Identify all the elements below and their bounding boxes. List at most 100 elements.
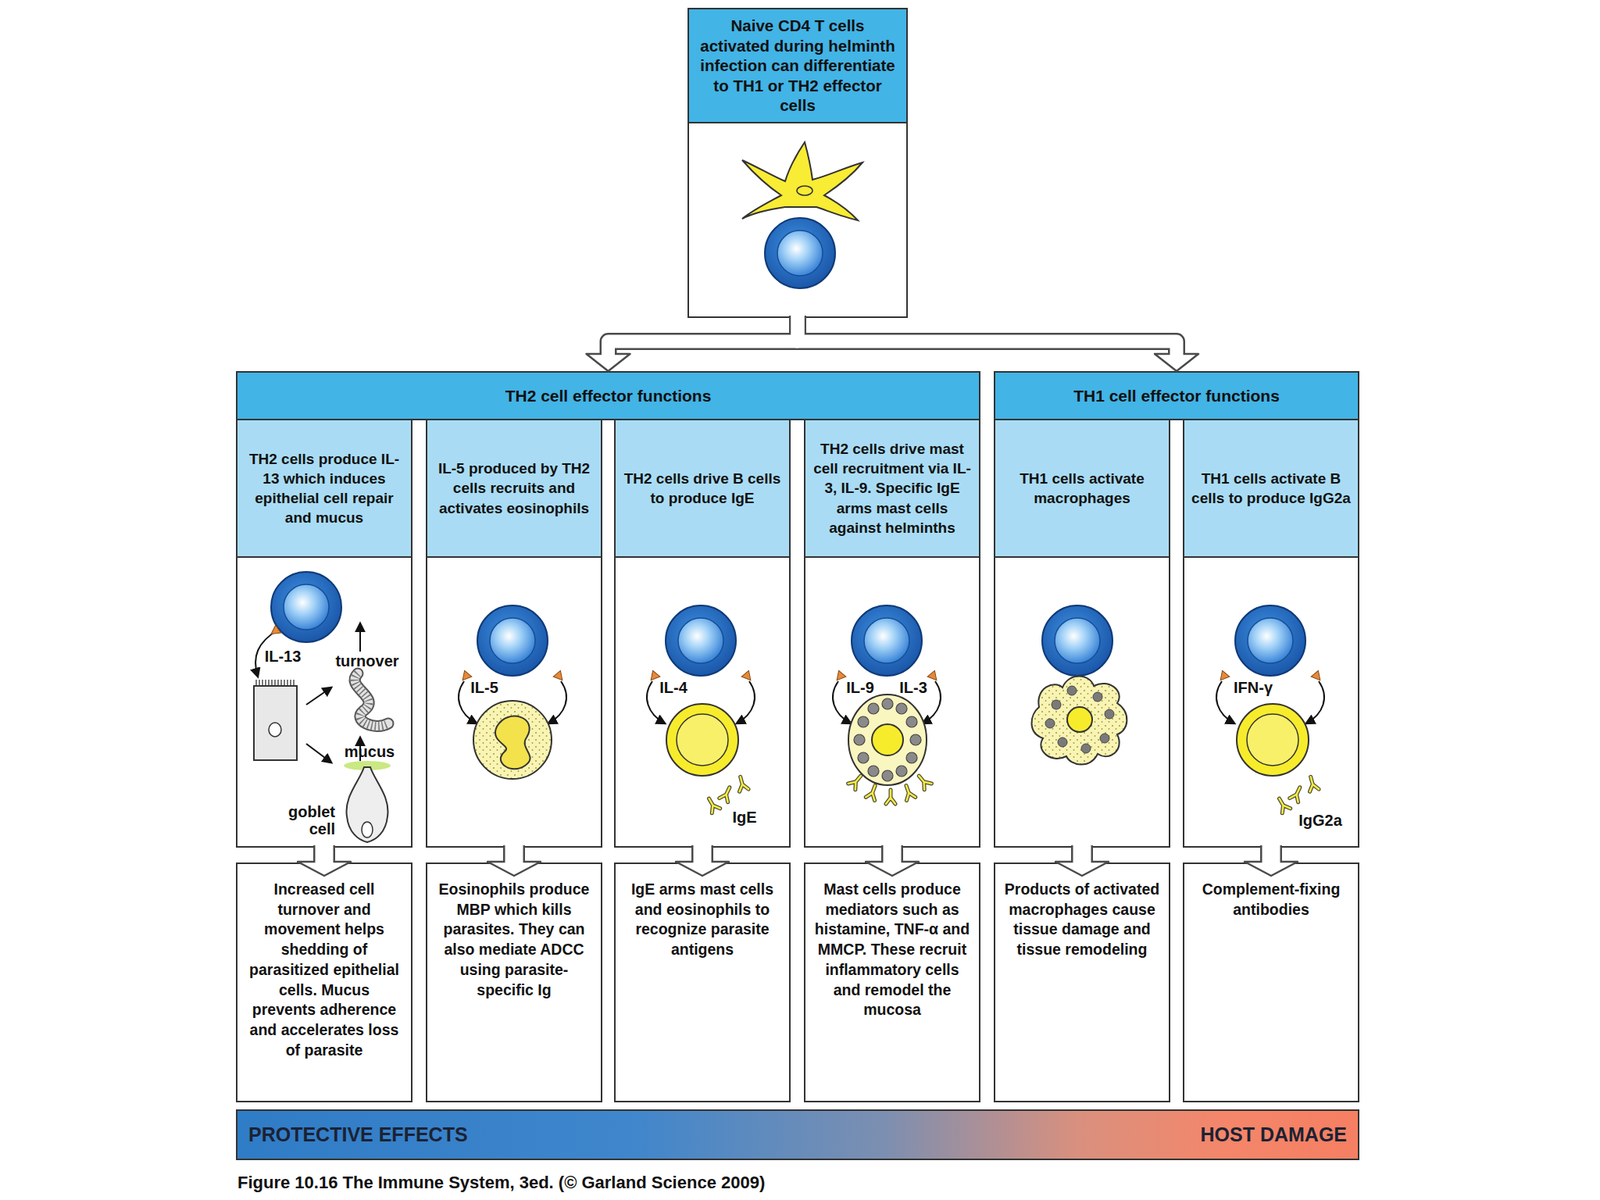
cell-box: Naive CD4 T cells activated during helmi…	[687, 7, 908, 318]
hollow-arrow	[608, 315, 799, 357]
helminth	[354, 673, 389, 726]
hollow-arrow	[797, 315, 1177, 357]
hollow-arrow	[608, 315, 799, 355]
outcome-box: Products of activated macrophages cause …	[993, 862, 1171, 1103]
secretion-arrow	[646, 670, 665, 724]
dendritic-body	[742, 142, 863, 221]
node-text: Eosinophils produce MBP which kills para…	[427, 864, 601, 1000]
secretion-glow	[343, 760, 391, 771]
epithelial-body	[253, 685, 297, 761]
t-cell	[271, 571, 342, 643]
t-cell	[851, 605, 922, 676]
goblet-shape	[346, 767, 388, 843]
antibody	[735, 775, 749, 792]
goblet-body	[346, 767, 388, 843]
outcome-box: Eosinophils produce MBP which kills para…	[425, 862, 603, 1103]
secretion-arrow	[1306, 670, 1325, 724]
hollow-arrow	[883, 845, 902, 864]
function-column: IL-5 produced by TH2 cells recruits and …	[425, 418, 603, 848]
node-text: PROTECTIVE EFFECTS	[248, 1123, 468, 1147]
hollow-arrow-head	[297, 861, 351, 876]
outcome-box: Mast cells produce mediators such as his…	[803, 862, 981, 1103]
antibody	[865, 783, 879, 800]
macrophage-body	[1031, 676, 1127, 765]
figure-caption: Figure 10.16 The Immune System, 3ed. (© …	[237, 1172, 765, 1193]
node-text: TH2 cell effector functions	[235, 371, 981, 421]
hollow-arrow-head	[1154, 353, 1199, 372]
function-column: TH2 cells drive B cells to produce IgE	[614, 418, 791, 848]
hollow-arrow-head	[675, 861, 729, 876]
nucleus	[1067, 707, 1093, 733]
node-text: Naive CD4 T cells activated during helmi…	[689, 9, 907, 124]
secretion-arrow	[458, 670, 477, 724]
node-text: Mast cells produce mediators such as his…	[805, 864, 979, 1021]
granules	[853, 698, 922, 782]
gradient-bar: PROTECTIVE EFFECTSHOST DAMAGE	[235, 1109, 1360, 1161]
t-cell	[477, 605, 548, 676]
antibody	[848, 772, 865, 790]
hollow-arrow	[315, 845, 334, 864]
arrow-fills	[324, 315, 1272, 864]
hollow-arrow-head	[487, 861, 541, 876]
t-cell	[665, 605, 736, 676]
antibody	[719, 785, 734, 802]
antibody	[1289, 785, 1304, 802]
hollow-arrow	[505, 845, 524, 864]
helminth-body	[354, 673, 389, 726]
antibody	[901, 783, 915, 800]
outcome-box: IgE arms mast cells and eosinophils to r…	[614, 862, 791, 1103]
hollow-arrow-head	[586, 353, 631, 372]
pointer-arrow	[359, 623, 361, 652]
t-cell	[764, 217, 836, 289]
nucleus	[268, 722, 282, 737]
node-text: TH1 cells activate macrophages	[995, 420, 1169, 558]
b-cell	[1236, 703, 1309, 776]
function-column: TH2 cells drive mast cell recruitment vi…	[803, 418, 981, 848]
epithelial-cell	[253, 679, 297, 761]
t-cell	[1235, 605, 1306, 676]
secretion-arrow	[255, 629, 279, 677]
outcome-box: Complement-fixing antibodies	[1182, 862, 1360, 1103]
pointer-arrow	[306, 743, 332, 763]
antibody	[915, 772, 933, 790]
hollow-arrow	[797, 315, 1177, 355]
hollow-arrow	[881, 845, 904, 862]
secretion-arrow	[1216, 670, 1235, 724]
secretion-arrow	[736, 670, 755, 724]
arrow-heads	[297, 353, 1298, 876]
mast-cell	[848, 694, 927, 786]
hollow-arrow-head	[1055, 861, 1109, 876]
function-column: TH1 cells activate macrophages	[993, 418, 1171, 848]
hollow-arrow	[1260, 845, 1283, 862]
t-cell	[1042, 605, 1113, 676]
node-text: Complement-fixing antibodies	[1184, 864, 1358, 920]
hollow-arrow	[1071, 845, 1093, 862]
pointer-arrow	[359, 737, 361, 761]
effector-band: TH2 cell effector functionsTH2 cells pro…	[235, 371, 981, 848]
cytokine-triangle	[268, 625, 282, 638]
pointer-arrow	[306, 687, 332, 705]
hollow-arrow-head	[1244, 861, 1298, 876]
hollow-arrow	[313, 845, 336, 862]
function-column: TH2 cells produce IL-13 which induces ep…	[235, 418, 413, 848]
pointer-line	[359, 737, 361, 743]
secretion-arrow	[922, 670, 941, 724]
b-cell	[666, 703, 739, 776]
node-text: TH1 cell effector functions	[993, 371, 1360, 421]
node-text: TH2 cells produce IL-13 which induces ep…	[237, 420, 411, 558]
hollow-arrow-head	[865, 861, 919, 876]
arrow-outlines	[324, 315, 1272, 862]
helminth-segments	[354, 673, 389, 726]
antibody	[704, 796, 720, 814]
secretion-arrow	[548, 670, 567, 724]
dendritic-cell	[742, 142, 863, 221]
node-text: TH2 cells drive B cells to produce IgE	[615, 420, 790, 558]
macrophage	[1031, 676, 1127, 765]
node-text: Products of activated macrophages cause …	[995, 864, 1169, 961]
hollow-arrow	[693, 845, 712, 864]
node-text: IL-5 produced by TH2 cells recruits and …	[427, 420, 601, 558]
outcome-box: Increased cell turnover and movement hel…	[235, 862, 413, 1103]
helminth-outline	[354, 673, 389, 726]
